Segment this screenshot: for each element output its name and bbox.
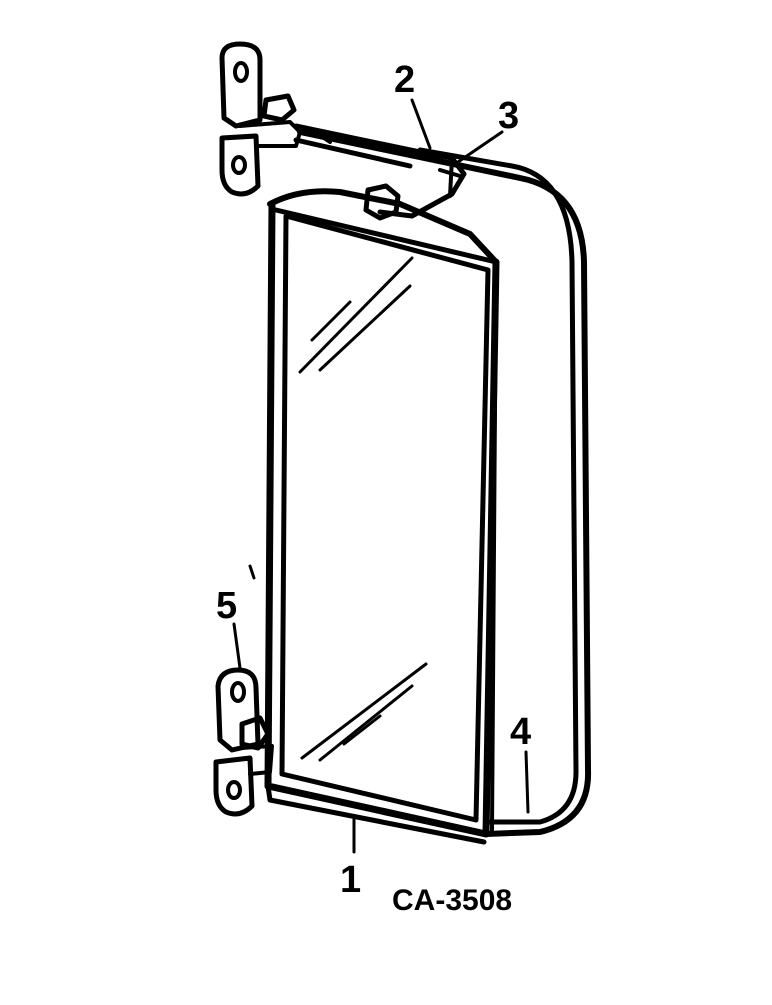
top-bolt — [363, 183, 401, 221]
callout-4: 4 — [510, 711, 531, 753]
figure-code: CA-3508 — [392, 884, 512, 917]
upper-arm-rod — [293, 123, 423, 169]
callout-2: 2 — [394, 59, 415, 101]
callout-3: 3 — [498, 95, 519, 137]
support-tube — [297, 129, 592, 837]
callout-1: 1 — [340, 859, 361, 901]
leader-lines — [232, 98, 530, 854]
top-mount-bracket — [219, 41, 302, 197]
mirror-head — [264, 188, 500, 845]
clamp-bracket — [377, 147, 467, 219]
bottom-mount-bracket — [213, 667, 274, 817]
glass-reflections — [298, 256, 428, 762]
callout-5: 5 — [216, 585, 237, 627]
